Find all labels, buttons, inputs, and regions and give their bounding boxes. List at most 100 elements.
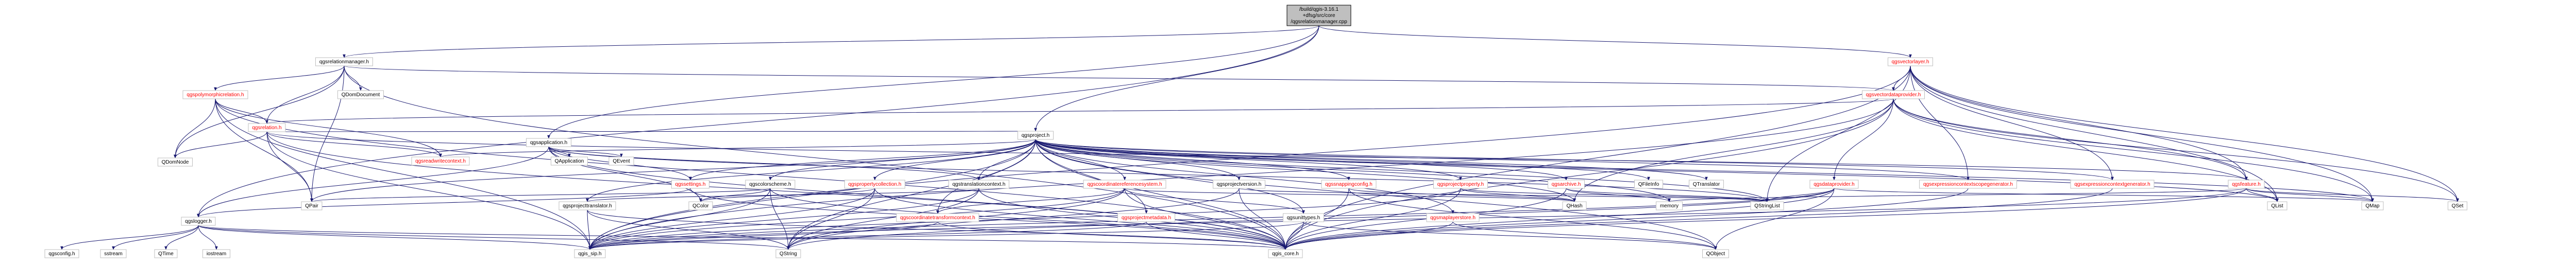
node-label: qgsprojectproperty.h — [1437, 182, 1484, 187]
edge-projecttranslator-h-to-qstring — [587, 209, 790, 250]
node-projectversion-h[interactable]: qgsprojectversion.h — [1213, 180, 1265, 189]
node-qdomnode[interactable]: QDomNode — [158, 157, 193, 167]
node-label: QObject — [1706, 251, 1725, 257]
node-propertycollection-h[interactable]: qgspropertycollection.h — [844, 180, 905, 189]
node-projectmetadata-h[interactable]: qgsprojectmetadata.h — [1117, 213, 1175, 222]
edge-project-h-to-qfileinfo — [1035, 139, 1650, 181]
edge-logger-h-to-qtime — [164, 225, 199, 250]
edge-project-h-to-projecttranslator-h — [586, 139, 1036, 202]
node-label: qgstranslationcontext.h — [953, 182, 1006, 187]
node-label: QString — [779, 251, 797, 257]
node-colorscheme-h[interactable]: qgscolorscheme.h — [745, 180, 795, 189]
node-readwritecontext-h[interactable]: qgsreadwritecontext.h — [411, 156, 470, 166]
edge-unittypes-h-to-qobject — [1303, 221, 1717, 250]
node-maplayerstore-h[interactable]: qgsmaplayerstore.h — [1426, 213, 1480, 222]
edge-translationcontext-h-to-qgis-sip-h — [588, 188, 979, 250]
edge-project-h-to-qobject — [1035, 139, 1717, 250]
edge-logger-h-to-qgsconfig-h — [60, 225, 199, 250]
node-settings-h[interactable]: qgssettings.h — [671, 180, 709, 189]
edge-vectordataprovider-h-to-feature-h — [1893, 98, 2248, 181]
edge-root-to-application-h — [547, 25, 1319, 139]
edge-vectorlayer-h-to-qset — [1910, 65, 2459, 202]
node-qevent[interactable]: QEvent — [608, 156, 634, 166]
node-crs-h[interactable]: qgscoordinatereferencesystem.h — [1083, 180, 1166, 189]
node-label: QDomDocument — [342, 92, 380, 98]
node-exprctxscopegen-h[interactable]: qgsexpressioncontextscopegenerator.h — [1919, 180, 2017, 189]
edge-vectordataprovider-h-to-qhash — [1573, 98, 1894, 202]
node-exprctxgen-h[interactable]: qgsexpressioncontextgenerator.h — [2070, 180, 2155, 189]
edge-colorscheme-h-to-qcolor — [699, 188, 771, 202]
node-qlist[interactable]: QList — [2267, 201, 2287, 210]
node-qstring[interactable]: QString — [775, 249, 801, 258]
node-unittypes-h[interactable]: qgsunittypes.h — [1283, 213, 1324, 222]
node-feature-h[interactable]: qgsfeature.h — [2228, 180, 2265, 189]
edge-relationmanager-h-to-relation-h — [265, 65, 345, 124]
node-label: QList — [2271, 203, 2283, 209]
edge-application-h-to-translationcontext-h — [548, 146, 980, 181]
node-box — [2070, 180, 2155, 189]
node-qgsconfig-h[interactable]: qgsconfig.h — [44, 249, 79, 258]
edge-project-h-to-memory — [1035, 139, 1671, 202]
node-logger-h[interactable]: qgslogger.h — [181, 217, 216, 226]
edge-exprctxscopegen-h-to-qgis-core-h — [1284, 188, 1969, 250]
node-box — [181, 217, 216, 226]
node-sstream[interactable]: sstream — [100, 249, 127, 258]
edge-relation-h-to-qgis-sip-h — [266, 131, 591, 250]
node-qset[interactable]: QSet — [2448, 201, 2467, 210]
node-label: qgis_sip.h — [578, 251, 601, 257]
node-qobject[interactable]: QObject — [1702, 249, 1729, 258]
node-label: QFileInfo — [1638, 182, 1659, 187]
node-qstringlist[interactable]: QStringList — [1750, 201, 1784, 210]
node-box — [154, 249, 178, 258]
node-vectorlayer-h[interactable]: qgsvectorlayer.h — [1888, 57, 1933, 66]
edge-propertycollection-h-to-qstring — [787, 188, 875, 250]
edge-propertycollection-h-to-qgis-sip-h — [588, 188, 875, 250]
node-project-h[interactable]: qgsproject.h — [1018, 131, 1054, 140]
node-memory[interactable]: memory — [1656, 201, 1683, 210]
node-archive-h[interactable]: qgsarchive.h — [1548, 180, 1585, 189]
node-qgis-core-h[interactable]: qgis_core.h — [1268, 249, 1303, 258]
node-label: QColor — [692, 203, 709, 209]
node-translationcontext-h[interactable]: qgstranslationcontext.h — [948, 180, 1009, 189]
node-projectproperty-h[interactable]: qgsprojectproperty.h — [1433, 180, 1488, 189]
node-label: qgsapplication.h — [530, 140, 567, 146]
node-qgis-sip-h[interactable]: qgis_sip.h — [574, 249, 606, 258]
edge-archive-h-to-memory — [1566, 188, 1671, 202]
node-qtranslator[interactable]: QTranslator — [1689, 180, 1724, 189]
node-projecttranslator-h[interactable]: qgsprojecttranslator.h — [558, 201, 616, 210]
node-qmap[interactable]: QMap — [2361, 201, 2384, 210]
node-label: qgsexpressioncontextgenerator.h — [2074, 182, 2150, 187]
node-qtime[interactable]: QTime — [154, 249, 178, 258]
edge-project-h-to-maplayerstore-h — [1035, 139, 1454, 214]
node-qcolor[interactable]: QColor — [688, 201, 713, 210]
node-snappingconfig-h[interactable]: qgssnappingconfig.h — [1321, 180, 1377, 189]
node-qfileinfo[interactable]: QFileInfo — [1634, 180, 1663, 189]
node-qpair[interactable]: QPair — [301, 201, 323, 210]
node-qdomdocument[interactable]: QDomDocument — [337, 90, 384, 99]
node-label: qgscolorscheme.h — [749, 182, 791, 187]
node-box — [158, 157, 193, 167]
node-box — [1689, 180, 1724, 189]
node-label: /build/qgis-3.16.1 — [1299, 7, 1339, 12]
node-box — [1117, 213, 1175, 222]
node-polymorphic-h[interactable]: qgspolymorphicrelation.h — [182, 90, 248, 99]
node-iostream[interactable]: iostream — [202, 249, 230, 258]
node-application-h[interactable]: qgsapplication.h — [526, 138, 571, 147]
node-box — [44, 249, 79, 258]
node-qapplication[interactable]: QApplication — [551, 156, 588, 166]
node-label: qgsprojectmetadata.h — [1122, 215, 1171, 221]
edge-polymorphic-h-to-qpair — [215, 98, 313, 202]
edge-vectorlayer-h-to-exprctxscopegen-h — [1910, 65, 1970, 181]
edge-projecttranslator-h-to-qgis-core-h — [587, 209, 1287, 250]
node-label: QApplication — [555, 158, 584, 164]
node-datafrovider-h[interactable]: qgsdataprovider.h — [1809, 180, 1859, 189]
node-relationmanager-h[interactable]: qgsrelationmanager.h — [315, 57, 373, 66]
node-coordtransformctx-h[interactable]: qgscoordinatetransformcontext.h — [896, 213, 979, 222]
edge-polymorphic-h-to-qdomnode — [174, 98, 216, 158]
node-box — [844, 180, 905, 189]
node-qhash[interactable]: QHash — [1562, 201, 1587, 210]
node-relation-h[interactable]: qgsrelation.h — [248, 123, 286, 132]
node-box — [1283, 213, 1324, 222]
node-vectordataprovider-h[interactable]: qgsvectordataprovider.h — [1862, 90, 1925, 99]
node-box — [688, 201, 713, 210]
